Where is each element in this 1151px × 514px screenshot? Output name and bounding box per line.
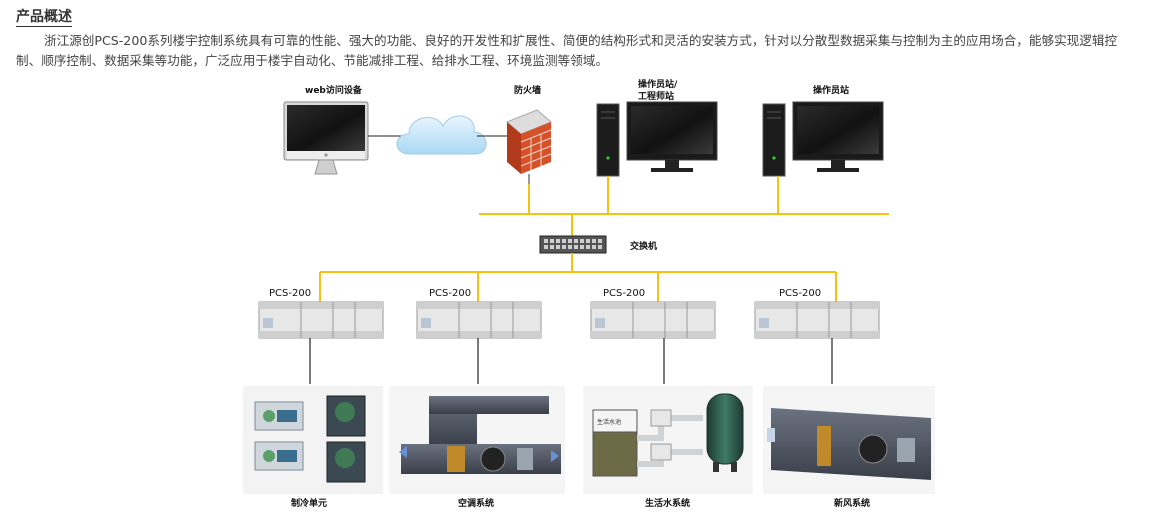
- domestic-water-image: [583, 386, 753, 494]
- pcs-controller-4: [754, 301, 880, 339]
- controller-label-3: PCS-200: [603, 288, 645, 299]
- label-firewall: 防火墙: [514, 84, 541, 96]
- label-switch: 交换机: [630, 240, 657, 252]
- web-access-monitor-icon: [283, 101, 369, 175]
- label-operator-station: 操作员站: [813, 84, 849, 96]
- chiller-unit-image: [243, 386, 383, 494]
- cloud-icon: [396, 115, 487, 155]
- label-engineer-station-1: 操作员站/: [638, 78, 678, 90]
- controller-label-4: PCS-200: [779, 288, 821, 299]
- section-description: 浙江源创PCS-200系列楼宇控制系统具有可靠的性能、强大的功能、良好的开发性和…: [16, 33, 1118, 68]
- label-engineer-station-2: 工程师站: [638, 90, 674, 102]
- controller-label-2: PCS-200: [429, 288, 471, 299]
- pcs-controller-3: [590, 301, 716, 339]
- air-conditioning-image: [389, 386, 565, 494]
- fresh-air-image: [763, 386, 935, 494]
- ethernet-bus: [479, 176, 889, 236]
- firewall-icon: [506, 109, 552, 184]
- label-web-access: web访问设备: [305, 84, 363, 96]
- subsystem-label-water: 生活水系统: [645, 497, 690, 509]
- subsystem-label-chiller: 制冷单元: [291, 497, 327, 509]
- operator-station-icon: [762, 101, 884, 177]
- controller-label-1: PCS-200: [269, 288, 311, 299]
- subsystem-label-ac: 空调系统: [458, 497, 494, 509]
- network-switch-icon: [539, 235, 607, 254]
- section-title: 产品概述: [16, 9, 72, 27]
- system-architecture-diagram: web访问设备 防火墙 操作员站/ 工程师站: [241, 74, 941, 514]
- controller-bus: [319, 253, 837, 302]
- pcs-controller-2: [416, 301, 542, 339]
- subsystem-label-fresh-air: 新风系统: [834, 497, 870, 509]
- pcs-controller-1: [258, 301, 384, 339]
- engineer-station-icon: [596, 101, 718, 177]
- label-water-tank: 生活水池: [597, 418, 621, 426]
